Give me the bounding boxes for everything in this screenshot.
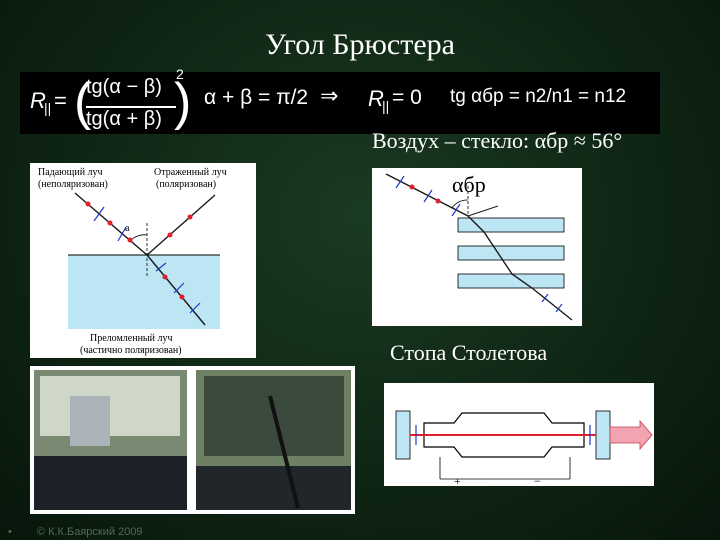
formula-square: 2 [176,66,184,82]
formula-condition: α + β = π/2 [204,86,309,109]
minus-terminal: − [534,474,541,486]
laser-tube-diagram: + − [384,383,654,488]
glass-block [68,255,220,329]
incident-label: Падающий луч [38,167,103,178]
reflection-svg: Падающий луч (неполяризован) Отраженный … [38,167,227,356]
tube-body [423,412,585,458]
formula-parallel-sub2: || [382,98,390,114]
footer: • © К.К.Баярский 2009 [8,526,143,538]
reflected-label: Отраженный луч [154,167,227,178]
air-glass-label: Воздух – стекло: αбр ≈ 56° [372,128,623,153]
incident-label-sub: (неполяризован) [38,179,108,190]
reflection-diagram: Падающий луч (неполяризован) Отраженный … [30,163,256,358]
reflected-label-sub: (поляризован) [156,179,216,190]
formula-denominator: tg(α + β) [86,108,162,130]
refracted-label-sub: (частично поляризован) [80,345,182,356]
ray-path [385,173,573,321]
footer-copyright: © К.К.Баярский 2009 [36,526,143,538]
left-mirror [395,410,411,460]
car-photos-svg [34,370,351,510]
formula-zero: = 0 [392,86,422,109]
plate-3 [457,273,565,289]
right-mirror [595,410,611,460]
formula-r: R [30,88,46,113]
angle-label: a [125,223,130,234]
formula-r2: R [368,86,384,111]
brewster-angle-label: αбр [452,172,486,197]
reflected-ray [146,194,216,256]
car-photos [30,366,355,514]
footer-bullet: • [8,526,12,538]
plus-terminal: + [454,474,461,486]
formula-numerator: tg(α − β) [86,76,162,98]
formula-brewster: tg αбр = n2/n1 = n12 [450,86,627,107]
formula-implies: ⇒ [320,84,339,109]
formula-equals: = [54,88,67,113]
laser-tube-svg: + − [395,410,653,488]
stoletov-label: Стопа Столетова [390,340,548,365]
formula-band [20,72,660,134]
plate-2 [457,245,565,261]
plate-stack-diagram: αбр [372,168,582,326]
plate-stack-svg: αбр [385,172,573,321]
formula-parallel-sub: || [44,100,52,116]
plate-1 [457,217,565,233]
output-beam-arrow [609,419,653,451]
page-title: Угол Брюстера [265,28,455,61]
formula-fraction: ( tg(α − β) tg(α + β) ) [74,73,192,131]
refracted-ray [146,254,206,326]
refracted-label: Преломленный луч [90,333,173,344]
